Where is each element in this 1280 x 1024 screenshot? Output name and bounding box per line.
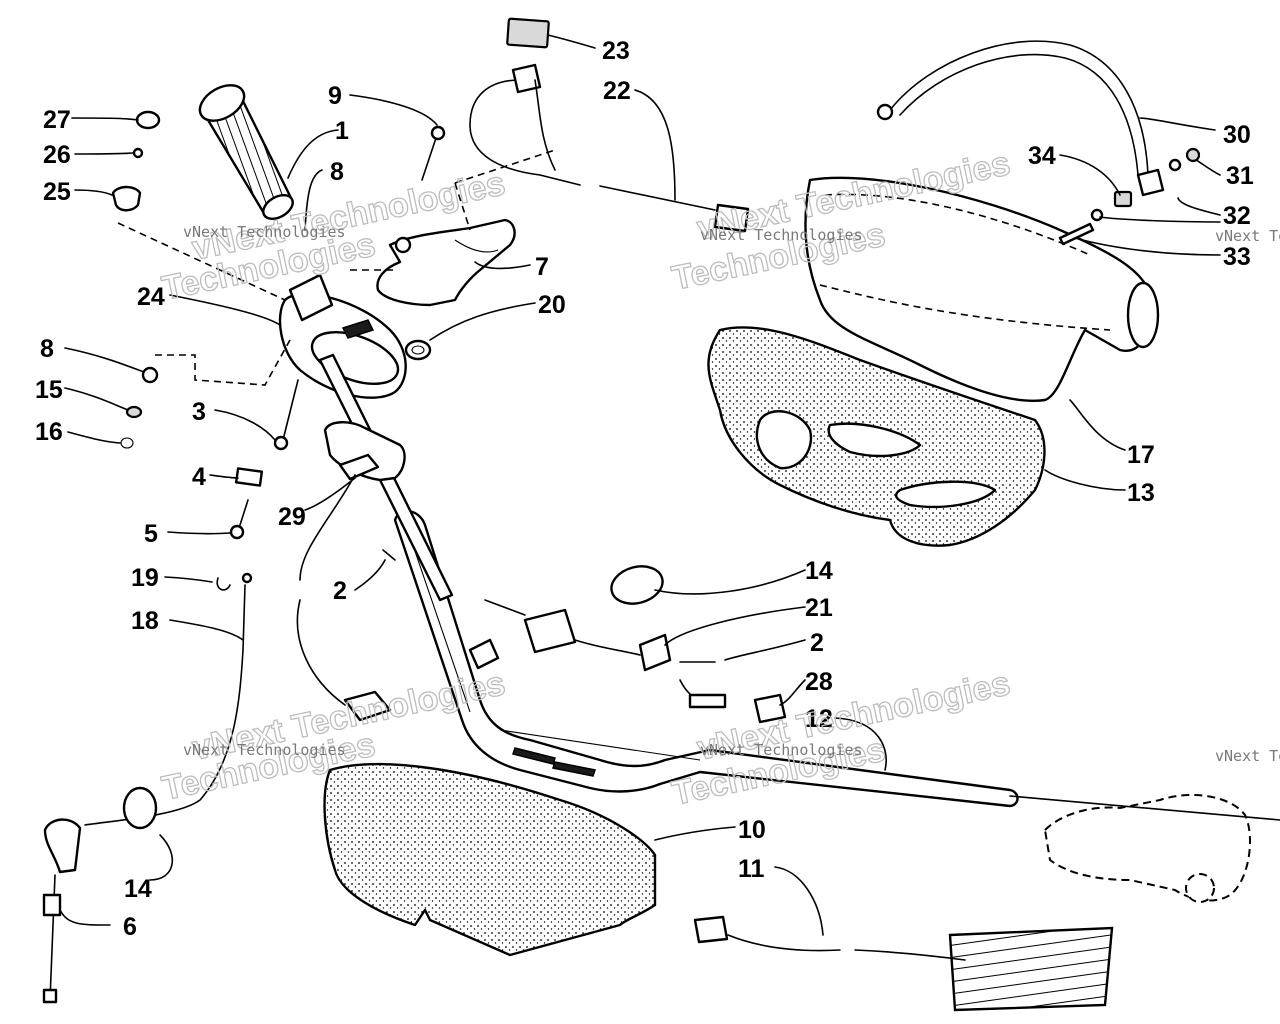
callout-25: 25 [43, 178, 71, 206]
throttle-cable [42, 572, 253, 1004]
callout-4: 4 [192, 463, 206, 491]
callout-24: 24 [137, 283, 165, 311]
callout-12: 12 [805, 705, 833, 733]
watermark-small-2: vNext Technologies [700, 226, 863, 244]
callout-13: 13 [1127, 479, 1155, 507]
callout-26: 26 [43, 141, 71, 169]
callout-8-top: 8 [330, 158, 344, 186]
hardware-31-34 [1058, 147, 1201, 246]
pad-23 [506, 17, 550, 49]
watermarks: vNext Technologies Technologies vNext Te… [158, 144, 1280, 814]
callout-2-right: 2 [810, 629, 824, 657]
callout-23: 23 [602, 37, 630, 65]
hand-guard-13 [707, 326, 1046, 547]
small-parts-25-27 [111, 110, 161, 212]
callout-10: 10 [738, 816, 766, 844]
throttle-lever [376, 218, 516, 307]
callout-20: 20 [538, 291, 566, 319]
callout-14-right: 14 [805, 557, 833, 585]
watermark-small-4: vNext Technologies [700, 741, 863, 759]
watermark-small-1: vNext Technologies [183, 223, 346, 241]
callout-28: 28 [805, 668, 833, 696]
callout-15: 15 [35, 376, 63, 404]
callout-27: 27 [43, 106, 71, 134]
callout-2-left: 2 [333, 577, 347, 605]
cable-tie-14a [610, 565, 664, 605]
switch-assembly [382, 549, 787, 724]
cable-tie-14b [122, 786, 158, 830]
callout-33: 33 [1223, 243, 1251, 271]
callout-34: 34 [1028, 142, 1056, 170]
callout-1: 1 [335, 117, 349, 145]
callout-numbers: 1 8 9 7 20 23 22 30 34 31 32 33 17 13 27… [35, 37, 1254, 941]
callout-31: 31 [1226, 162, 1254, 190]
grip [198, 84, 294, 220]
callout-9: 9 [328, 82, 342, 110]
watermark-small-3: vNext Technologies [183, 741, 346, 759]
callout-18: 18 [131, 607, 159, 635]
watermark-partial-right-2: vNext Te [1215, 747, 1280, 765]
callout-8-left: 8 [40, 335, 54, 363]
callout-30: 30 [1223, 121, 1251, 149]
screw-9 [421, 125, 446, 181]
wire-harness [469, 63, 750, 233]
callout-19: 19 [131, 564, 159, 592]
right-control-ghost [1009, 794, 1280, 903]
callout-7: 7 [535, 253, 549, 281]
callout-6: 6 [123, 913, 137, 941]
heater-element [693, 915, 1114, 1012]
callout-17: 17 [1127, 441, 1155, 469]
clamp-20 [404, 339, 432, 361]
callout-3: 3 [192, 398, 206, 426]
callout-14-left: 14 [124, 875, 152, 903]
hand-guard-10 [323, 762, 657, 957]
fasteners-left [120, 366, 299, 591]
ground-cable [876, 40, 1165, 197]
leader-lines [59, 34, 1221, 936]
callout-5: 5 [144, 520, 158, 548]
callout-29: 29 [278, 503, 306, 531]
callout-11: 11 [738, 855, 765, 883]
callout-32: 32 [1223, 202, 1251, 230]
switch-block [296, 421, 406, 722]
callout-21: 21 [805, 594, 833, 622]
watermark-partial-right-1: vNext Te [1215, 227, 1280, 245]
hand-guard-17 [804, 176, 1160, 402]
callout-22: 22 [603, 77, 631, 105]
callout-16: 16 [35, 418, 63, 446]
